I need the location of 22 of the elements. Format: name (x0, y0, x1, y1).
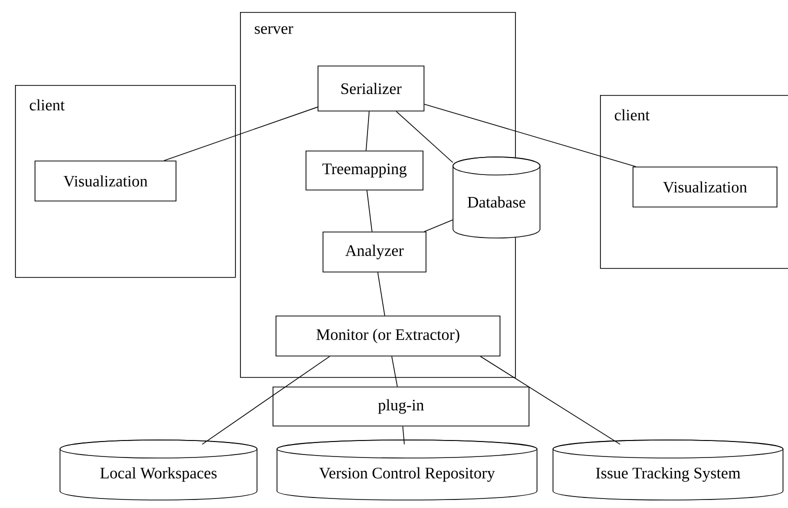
storage-cylinder: Issue Tracking System (552, 440, 784, 500)
connector-line (164, 106, 318, 161)
connector-line (424, 104, 636, 167)
component-box: Visualization (34, 160, 176, 202)
component-box: Monitor (or Extractor) (276, 316, 500, 356)
storage-cylinder: Local Workspaces (60, 440, 258, 500)
connector-line (396, 111, 454, 163)
connector-line (202, 356, 330, 445)
component-box: Treemapping (306, 150, 424, 190)
connector-line (424, 220, 454, 232)
component-box: Serializer (318, 66, 424, 112)
storage-cylinder: Version Control Repository (276, 440, 538, 500)
connector-line (391, 356, 398, 387)
component-box: Analyzer (322, 232, 426, 272)
component-box: plug-in (272, 386, 530, 426)
connector-line (480, 356, 620, 445)
connector-line (402, 426, 405, 445)
connector-line (366, 190, 372, 232)
connector-line (366, 111, 370, 151)
component-box: Visualization (632, 166, 778, 208)
storage-cylinder: Database (452, 156, 540, 238)
connector-line (377, 272, 386, 316)
